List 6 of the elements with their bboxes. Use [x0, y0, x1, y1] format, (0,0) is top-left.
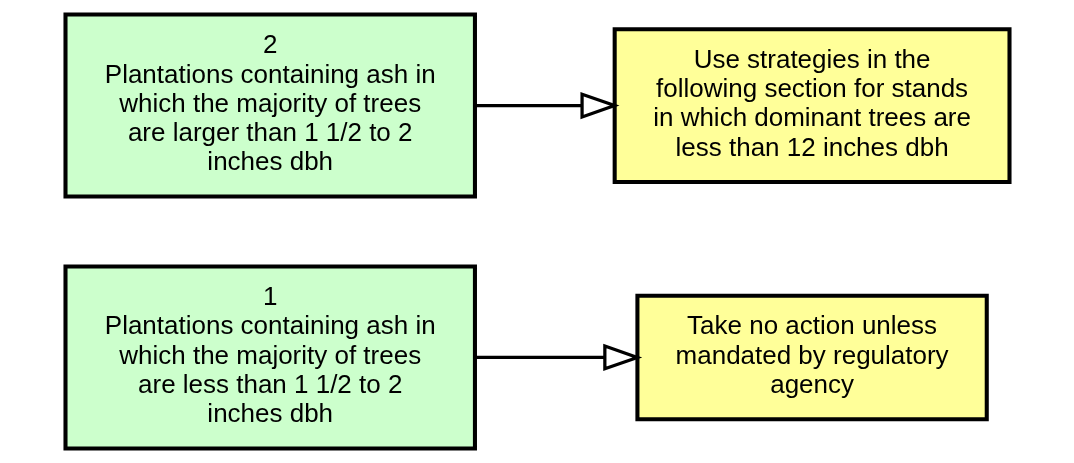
node-box: 1 Plantations containing ash in which the majority of trees are less than 1 1/2 to 2 inches dbh [62, 264, 477, 451]
arrow [475, 91, 619, 120]
arrow [475, 343, 642, 372]
node-box: Use strategies in the following section for stands in which dominant trees are less than 12 inches dbh [612, 27, 1012, 184]
node-box: 2 Plantations containing ash in which the majority of trees are larger than 1 1/2 to 2 inches dbh [62, 12, 477, 199]
node-box: Take no action unless mandated by regulatory agency [634, 293, 989, 422]
